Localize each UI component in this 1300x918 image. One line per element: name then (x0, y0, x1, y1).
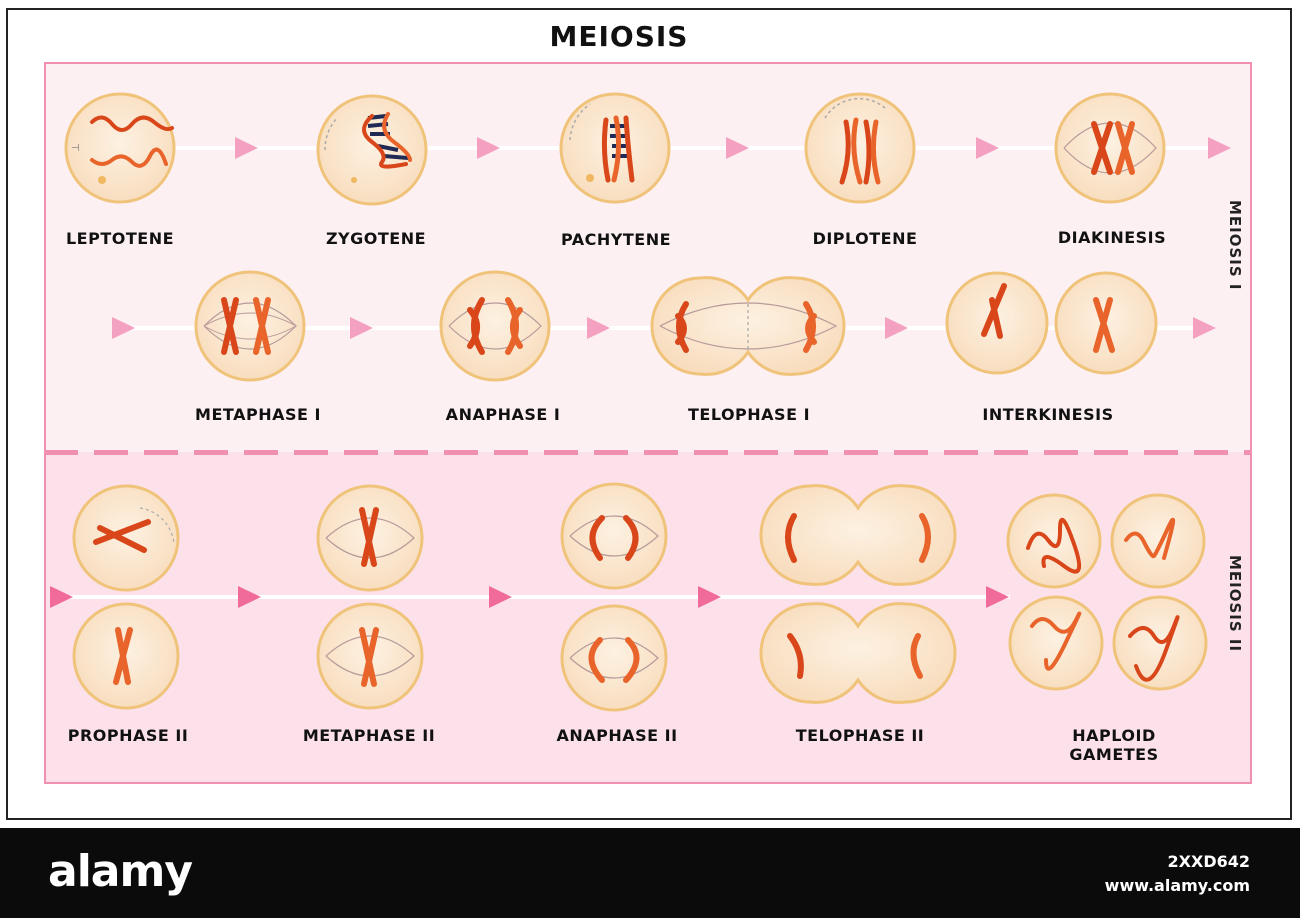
arrow-13 (489, 586, 512, 608)
cell-telophase-1 (650, 276, 846, 376)
label-pachytene: PACHYTENE (560, 230, 672, 249)
svg-text:⊣: ⊣ (71, 143, 80, 154)
cell-leptotene: ⊣ (64, 92, 176, 204)
image-credit: 2XXD642 www.alamy.com (1105, 850, 1250, 898)
diagram-title: MEIOSIS (549, 20, 689, 53)
label-anaphase-2: ANAPHASE II (556, 726, 678, 745)
arrow-6 (112, 317, 135, 339)
cell-prophase-2 (72, 484, 180, 710)
label-telophase-1: TELOPHASE I (687, 405, 811, 424)
row3-flow (50, 586, 1010, 608)
cell-telophase-2 (759, 484, 957, 704)
arrow-10 (1193, 317, 1216, 339)
brand-logo: alamy (48, 846, 193, 897)
cell-anaphase-2 (560, 482, 668, 712)
arrow-8 (587, 317, 610, 339)
arrow-11 (50, 586, 73, 608)
section-divider (44, 450, 1252, 455)
cell-diakinesis (1054, 92, 1166, 204)
arrow-3 (726, 137, 749, 159)
cell-zygotene (316, 94, 428, 206)
arrow-1 (235, 137, 258, 159)
label-anaphase-1: ANAPHASE I (445, 405, 561, 424)
arrow-7 (350, 317, 373, 339)
label-prophase-2: PROPHASE II (67, 726, 189, 745)
arrow-5 (1208, 137, 1231, 159)
label-diakinesis: DIAKINESIS (1057, 228, 1167, 247)
cell-haploid-gametes (1006, 493, 1208, 691)
cell-pachytene (559, 92, 671, 204)
cell-metaphase-2 (316, 484, 424, 710)
arrow-14 (698, 586, 721, 608)
arrow-4 (976, 137, 999, 159)
arrow-2 (477, 137, 500, 159)
image-id: 2XXD642 (1167, 852, 1250, 871)
site-url: www.alamy.com (1104, 876, 1250, 895)
side-label-meiosis-2: MEIOSIS II (1226, 555, 1244, 653)
cell-diplotene (804, 92, 916, 204)
arrow-12 (238, 586, 261, 608)
label-interkinesis: INTERKINESIS (982, 405, 1114, 424)
label-haploid-line2: GAMETES (1069, 745, 1159, 764)
label-metaphase-1: METAPHASE I (195, 405, 321, 424)
label-haploid-gametes: HAPLOID GAMETES (1069, 726, 1158, 764)
row1-flow (120, 137, 1231, 159)
cell-interkinesis (945, 271, 1158, 375)
label-zygotene: ZYGOTENE (325, 229, 427, 248)
side-label-meiosis-1: MEIOSIS I (1226, 200, 1244, 291)
label-telophase-2: TELOPHASE II (795, 726, 925, 745)
cell-anaphase-1 (439, 270, 551, 382)
label-leptotene: LEPTOTENE (65, 229, 175, 248)
footer-bar: alamy 2XXD642 www.alamy.com (0, 828, 1300, 918)
label-metaphase-2: METAPHASE II (302, 726, 436, 745)
label-haploid-line1: HAPLOID (1072, 726, 1156, 745)
arrow-9 (885, 317, 908, 339)
cell-metaphase-1 (194, 270, 306, 382)
label-diplotene: DIPLOTENE (812, 229, 918, 248)
arrow-15 (986, 586, 1009, 608)
